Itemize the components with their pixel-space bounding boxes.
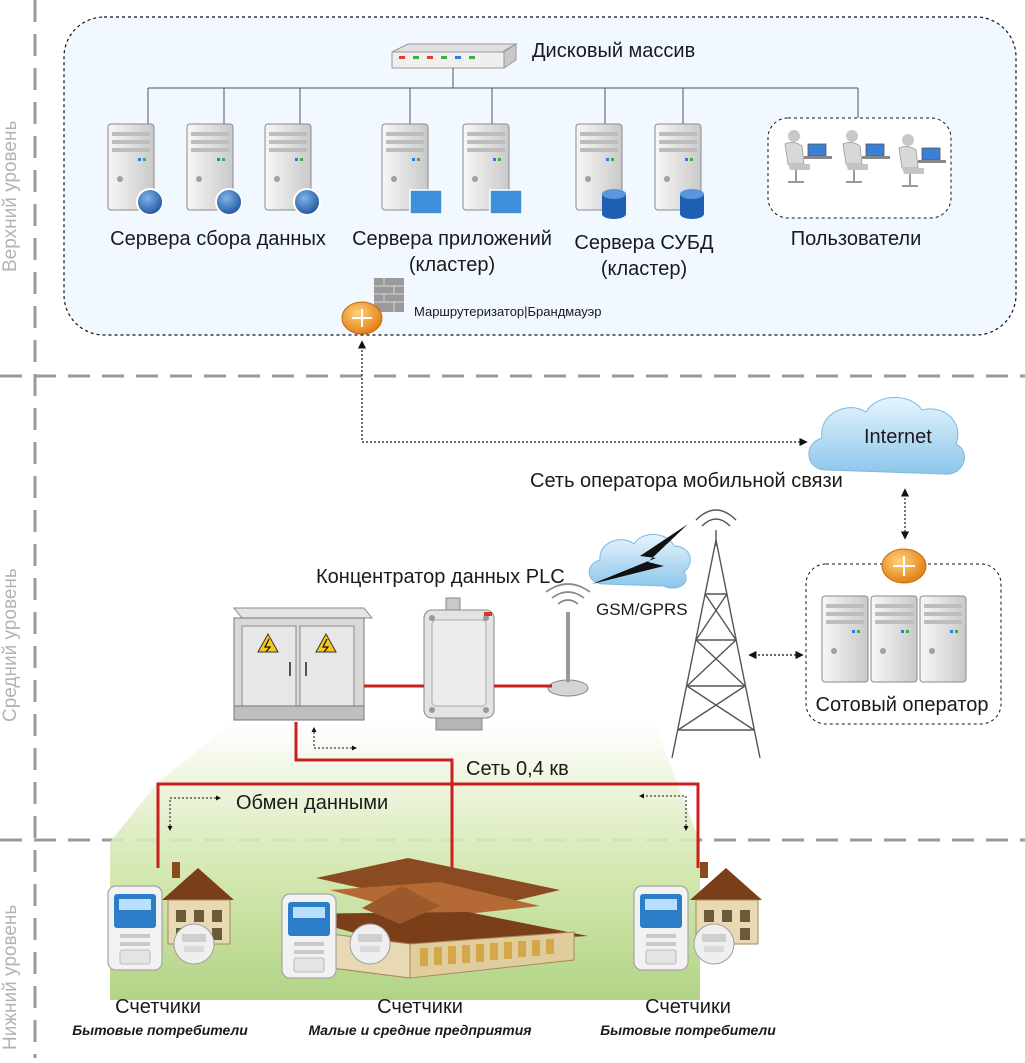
app-window-icon [489, 189, 523, 215]
plc-concentrator-icon [423, 597, 495, 731]
cell-tower-icon [671, 509, 761, 759]
gsm-label: GSM/GPRS [596, 600, 688, 619]
db-servers-cluster-label: (кластер) [600, 258, 688, 280]
operator-router-icon [881, 548, 927, 584]
collect-servers-label: Сервера сбора данных [110, 228, 326, 250]
operator-servers [821, 595, 967, 683]
mobile-net-label: Сеть оператора мобильной связи [530, 470, 843, 492]
meters-middle-sublabel: Малые и средние предприятия [308, 1022, 532, 1038]
data-exchange-label: Обмен данными [236, 792, 389, 814]
firewall-icon [374, 278, 404, 312]
data-collection-servers [107, 123, 321, 216]
top-zone-box [63, 16, 1017, 336]
globe-icon [215, 188, 243, 216]
meters-right-label: Счетчики [645, 996, 731, 1018]
globe-icon [293, 188, 321, 216]
application-servers [381, 123, 523, 215]
disk-array-label: Дисковый массив [532, 40, 696, 62]
substation-cabinet-icon [232, 607, 374, 721]
globe-icon [136, 188, 164, 216]
net-04-label: Сеть 0,4 кв [466, 758, 569, 780]
antenna-icon [545, 583, 591, 697]
meters-left-label: Счетчики [115, 996, 201, 1018]
database-icon [602, 189, 626, 219]
concentrator-label: Концентратор данных PLC [316, 566, 565, 588]
level-label-middle: Средний уровень [0, 568, 21, 722]
router-label: Маршрутеризатор|Брандмауэр [414, 304, 602, 319]
app-window-icon [409, 189, 443, 215]
enterprise-building-icon [284, 858, 588, 979]
link-router-internet [357, 340, 808, 447]
disk-array-icon [391, 43, 518, 69]
router-icon [341, 301, 383, 335]
meters-left-sublabel: Бытовые потребители [72, 1022, 248, 1038]
exchange-arrows [167, 727, 689, 831]
internet-label: Internet [864, 426, 932, 448]
level-label-top: Верхний уровень [0, 120, 21, 272]
gsm-cloud-icon [588, 524, 691, 589]
app-servers-label: Сервера приложений [352, 228, 552, 250]
meters-right-sublabel: Бытовые потребители [600, 1022, 776, 1038]
db-servers-label: Сервера СУБД [574, 232, 714, 254]
app-servers-cluster-label: (кластер) [408, 254, 496, 276]
meters-middle-label: Счетчики [377, 996, 463, 1018]
power-lines [156, 684, 700, 868]
users-label: Пользователи [790, 228, 922, 250]
db-servers [575, 123, 704, 219]
top-bus-lines [147, 68, 859, 130]
cell-operator-label: Сотовый оператор [815, 694, 989, 716]
internet-cloud-icon [808, 397, 966, 475]
database-icon [680, 189, 704, 219]
level-label-bottom: Нижний уровень [0, 904, 21, 1050]
